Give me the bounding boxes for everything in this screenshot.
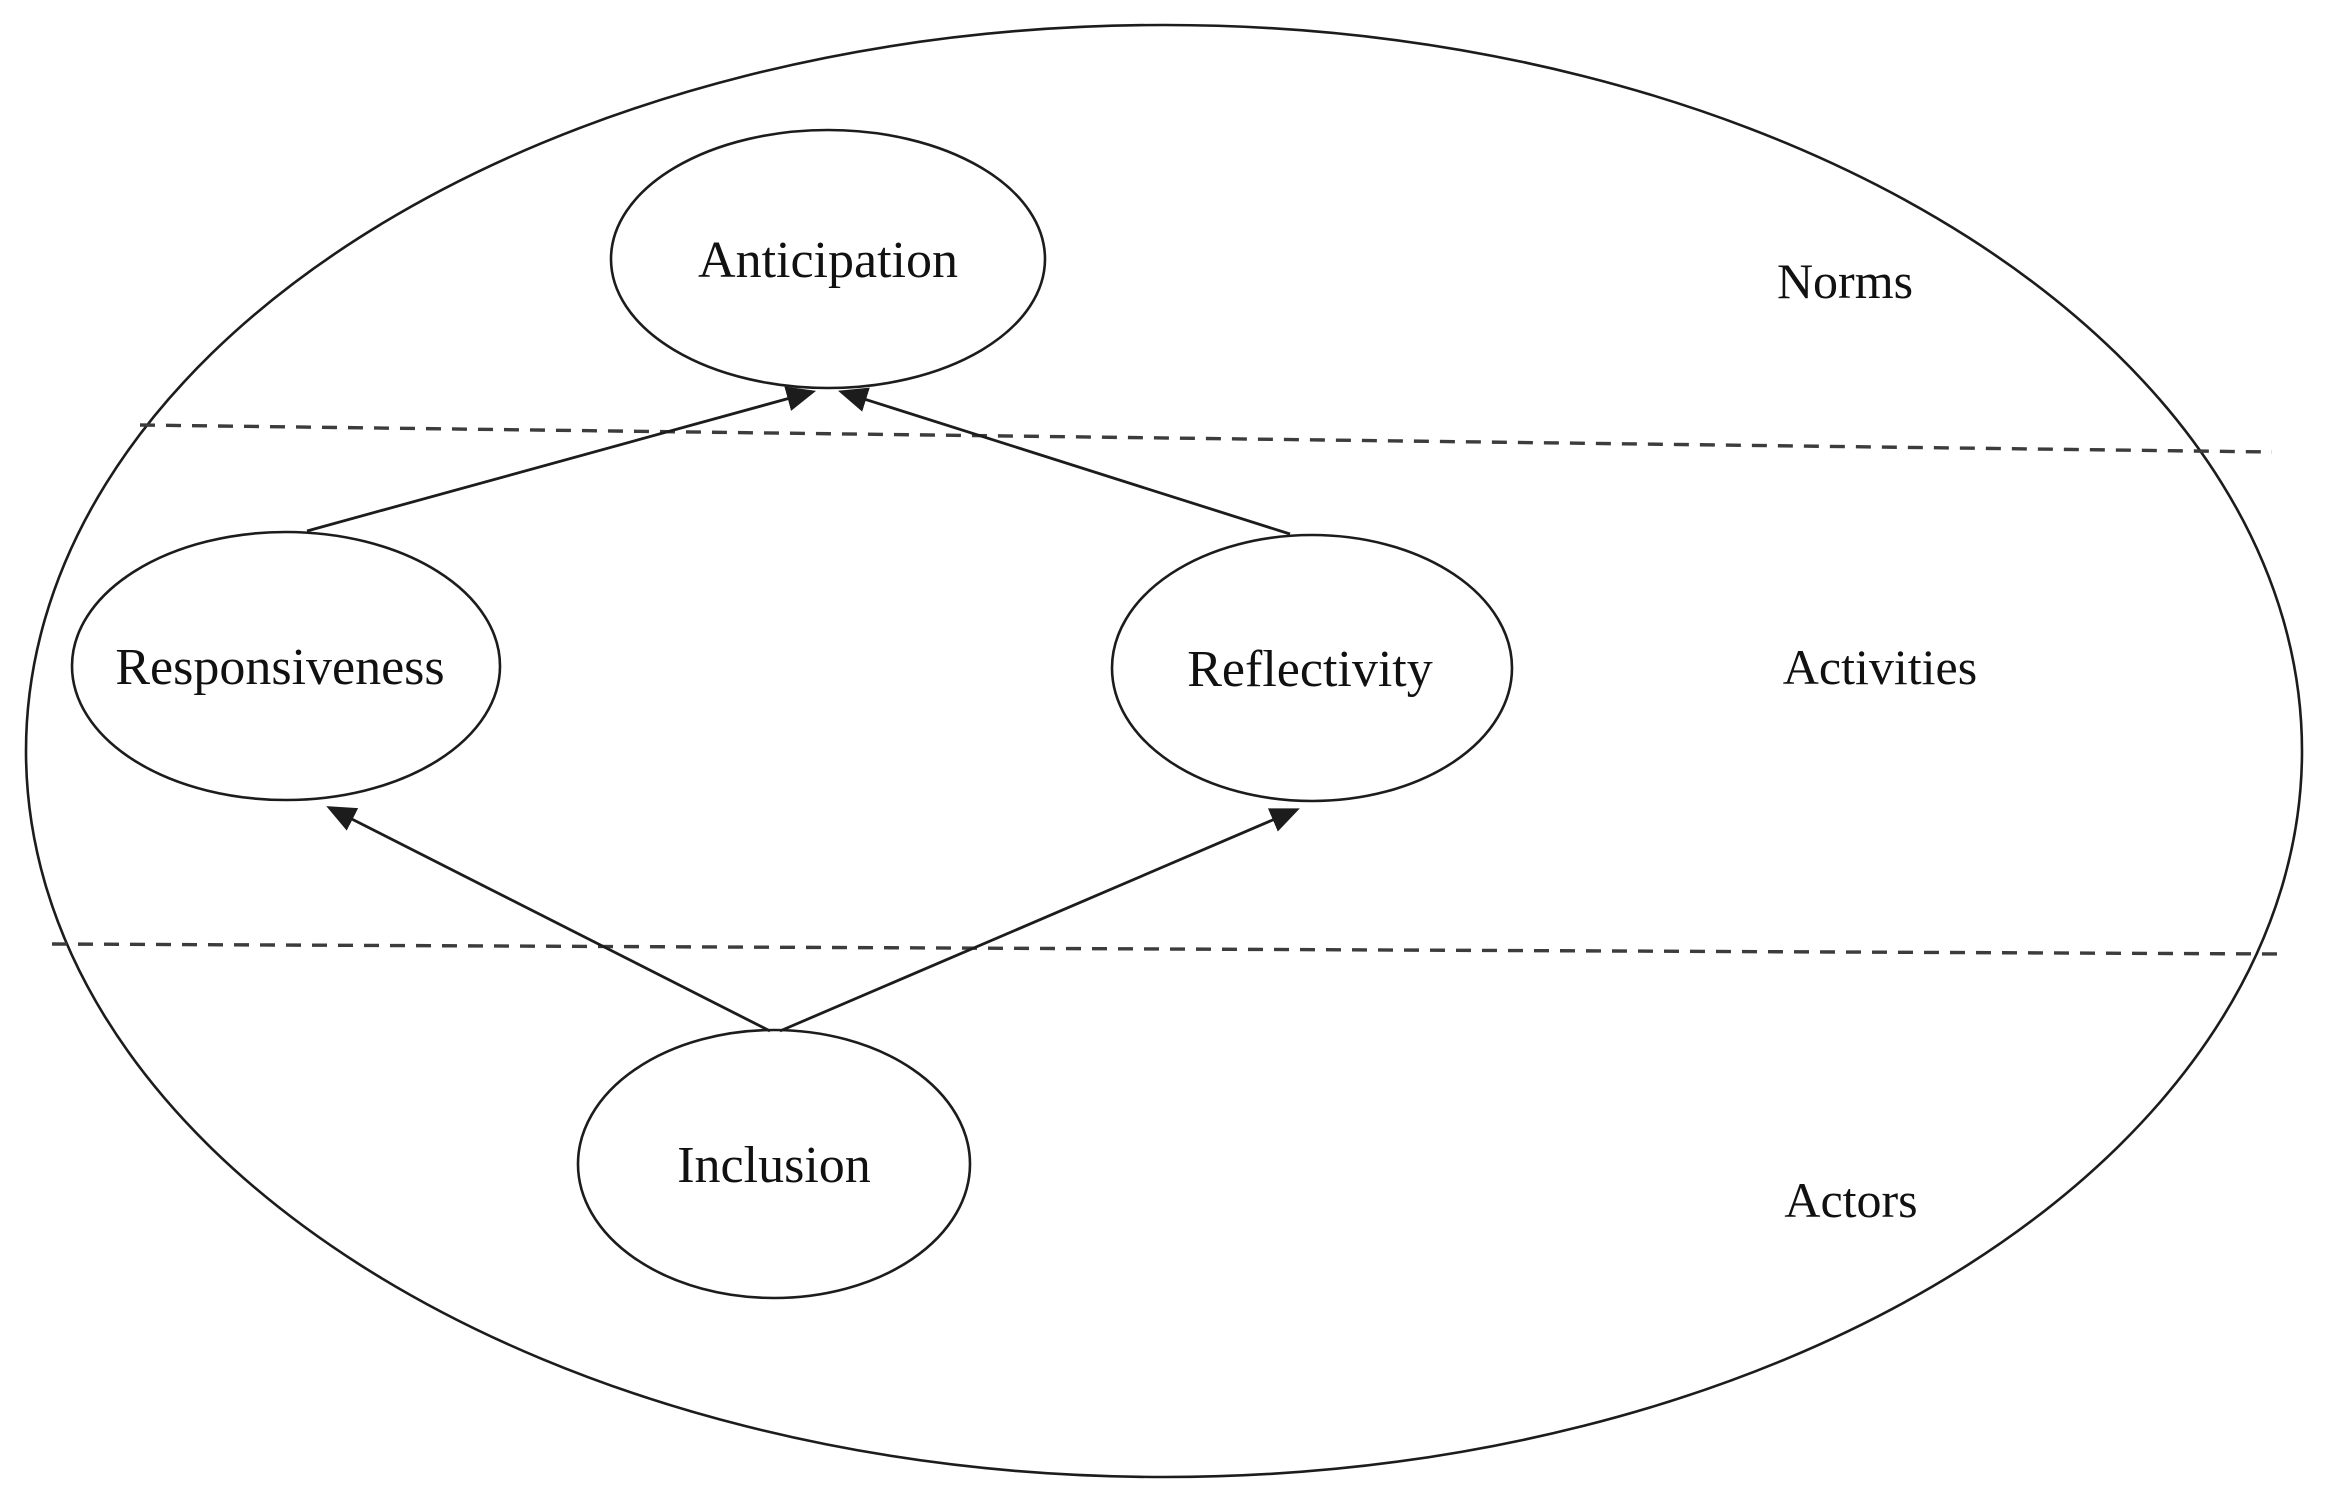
node-reflectivity-ellipse [1110,533,1514,803]
norms-activities-divider [139,423,2273,454]
node-anticipation-ellipse [609,128,1047,390]
node-responsiveness-label: Responsiveness [115,639,444,696]
edge-inclusion-to-responsiveness [326,806,771,1033]
node-anticipation-label: Anticipation [698,232,958,289]
outer-boundary-ellipse [24,23,2304,1479]
edge-responsiveness-to-anticipation [306,386,817,533]
activities-actors-divider [51,942,2283,956]
node-inclusion-label: Inclusion [677,1137,871,1194]
diagram-labels: Anticipation Responsiveness Reflectivity… [115,232,1977,1228]
node-reflectivity-label: Reflectivity [1187,641,1432,698]
region-label-norms: Norms [1777,253,1913,309]
edge-inclusion-to-reflectivity [779,808,1300,1033]
region-label-activities: Activities [1783,639,1977,695]
band-dividers [51,423,2283,956]
node-inclusion-ellipse [576,1028,972,1300]
node-responsiveness-ellipse [70,530,502,802]
diagram-strokes [24,23,2304,1479]
region-label-actors: Actors [1784,1172,1917,1228]
edge-reflectivity-to-anticipation [837,387,1291,536]
